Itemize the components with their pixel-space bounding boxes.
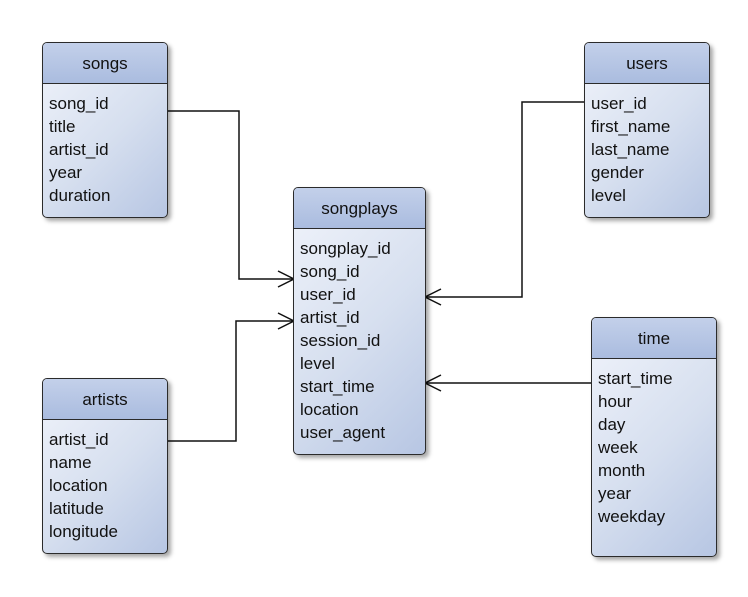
connector-artists-songplays xyxy=(167,312,296,442)
field-user-agent: user_agent xyxy=(300,423,386,442)
entity-songs-fields: song_id title artist_id year duration xyxy=(43,84,167,207)
entity-artists[interactable]: artists artist_id name location latitude… xyxy=(42,378,168,554)
field-user-id: user_id xyxy=(591,94,647,113)
crowfoot-icon xyxy=(277,270,296,288)
field-year: year xyxy=(598,484,632,503)
field-latitude: latitude xyxy=(49,499,104,518)
crowfoot-icon xyxy=(277,312,296,330)
connector-time-songplays xyxy=(423,374,592,392)
connector-songs-songplays xyxy=(167,110,296,288)
field-start-time: start_time xyxy=(598,369,673,388)
entity-time[interactable]: time start_time hour day week month year… xyxy=(591,317,717,557)
field-duration: duration xyxy=(49,186,111,205)
field-first-name: first_name xyxy=(591,117,671,136)
entity-time-header: time xyxy=(592,318,716,359)
field-artist-id: artist_id xyxy=(300,308,360,327)
field-song-id: song_id xyxy=(49,94,109,113)
field-location: location xyxy=(49,476,108,495)
field-session-id: session_id xyxy=(300,331,381,350)
field-name: name xyxy=(49,453,92,472)
entity-artists-fields: artist_id name location latitude longitu… xyxy=(43,420,167,543)
field-level: level xyxy=(300,354,335,373)
entity-songplays-fields: songplay_id song_id user_id artist_id se… xyxy=(294,229,425,444)
entity-songplays[interactable]: songplays songplay_id song_id user_id ar… xyxy=(293,187,426,455)
entity-songs[interactable]: songs song_id title artist_id year durat… xyxy=(42,42,168,218)
field-weekday: weekday xyxy=(598,507,666,526)
field-songplay-id: songplay_id xyxy=(300,239,391,258)
entity-users-header: users xyxy=(585,43,709,84)
field-month: month xyxy=(598,461,646,480)
field-artist-id: artist_id xyxy=(49,430,109,449)
field-last-name: last_name xyxy=(591,140,670,159)
entity-artists-header: artists xyxy=(43,379,167,420)
entity-time-fields: start_time hour day week month year week… xyxy=(592,359,716,528)
field-week: week xyxy=(598,438,638,457)
field-longitude: longitude xyxy=(49,522,119,541)
field-year: year xyxy=(49,163,83,182)
field-level: level xyxy=(591,186,626,205)
entity-users[interactable]: users user_id first_name last_name gende… xyxy=(584,42,710,218)
field-title: title xyxy=(49,117,76,136)
field-song-id: song_id xyxy=(300,262,360,281)
field-start-time: start_time xyxy=(300,377,375,396)
crowfoot-icon xyxy=(423,374,442,392)
field-user-id: user_id xyxy=(300,285,356,304)
entity-songplays-header: songplays xyxy=(294,188,425,229)
connector-users-songplays xyxy=(423,101,585,306)
crowfoot-icon xyxy=(423,288,442,306)
entity-songs-header: songs xyxy=(43,43,167,84)
field-location: location xyxy=(300,400,359,419)
field-artist-id: artist_id xyxy=(49,140,109,159)
field-hour: hour xyxy=(598,392,633,411)
field-day: day xyxy=(598,415,626,434)
field-gender: gender xyxy=(591,163,644,182)
entity-users-fields: user_id first_name last_name gender leve… xyxy=(585,84,709,207)
